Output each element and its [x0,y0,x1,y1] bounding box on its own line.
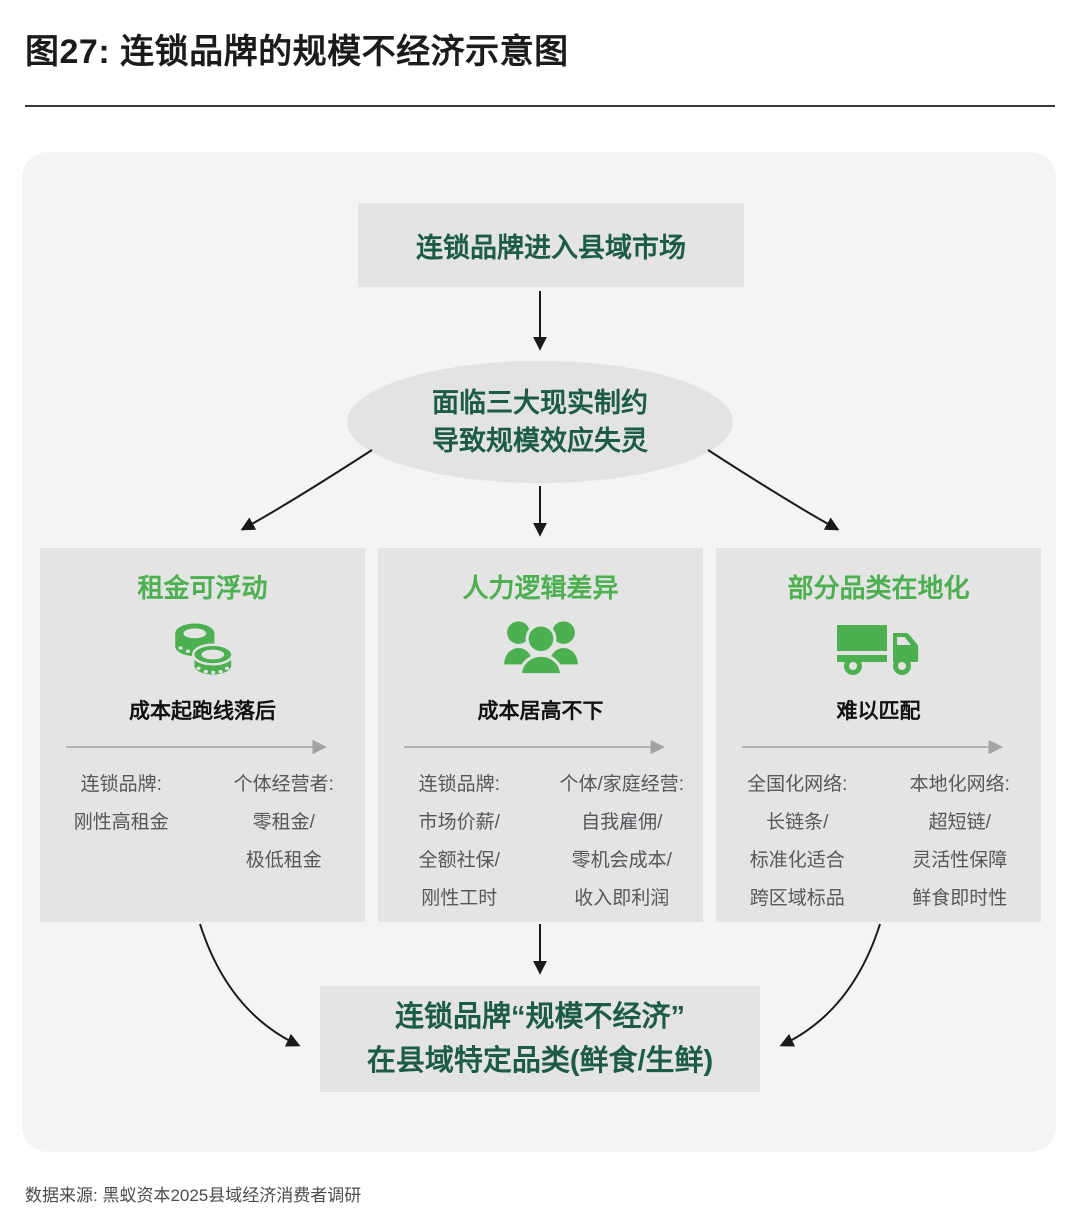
factor-rent-subtitle: 成本起跑线落后 [129,700,276,723]
node-market-entry-label: 连锁品牌进入县域市场 [416,232,686,263]
data-source-note: 数据来源: 黑蚁资本2025县域经济消费者调研 [25,1186,362,1205]
rent-individual-side: 个体经营者: 零租金/ 极低租金 [233,774,334,871]
truck-icon [716,616,1041,680]
constraints-line1: 面临三大现实制约 [432,388,648,418]
factor-category-subtitle: 难以匹配 [836,700,921,723]
factor-labor-title: 人力逻辑差异 [462,573,619,603]
node-conclusion: 连锁品牌“规模不经济” 在县域特定品类(鲜食/生鲜) [320,986,760,1092]
figure-title: 图27: 连锁品牌的规模不经济示意图 [25,33,569,71]
coins-icon [40,616,365,680]
factor-rent-title: 租金可浮动 [137,573,268,603]
constraints-line2: 导致规模效应失灵 [432,426,648,456]
factor-labor-subtitle: 成本居高不下 [477,700,604,723]
people-icon [378,616,703,680]
labor-chain-side: 连锁品牌: 市场价薪/ 全额社保/ 刚性工时 [418,774,500,909]
node-constraints-ellipse: 面临三大现实制约 导致规模效应失灵 [347,361,733,483]
title-divider [25,105,1055,107]
factor-box-category: 部分品类在地化 难以匹配 全国化网络: 长链条/ 标准化适合 跨区域标品 本地化… [716,548,1041,922]
node-market-entry: 连锁品牌进入县域市场 [358,203,744,287]
factor-box-labor: 人力逻辑差异 成本居高不下 连锁品牌: 市场价薪/ 全额社保/ 刚性工时 个体/… [378,548,703,922]
national-network-side: 全国化网络: 长链条/ 标准化适合 跨区域标品 [747,774,848,909]
labor-family-side: 个体/家庭经营: 自我雇佣/ 零机会成本/ 收入即利润 [559,774,685,909]
conclusion-line2: 在县域特定品类(鲜食/生鲜) [366,1045,714,1077]
factor-category-title: 部分品类在地化 [787,573,970,603]
conclusion-line1: 连锁品牌“规模不经济” [394,1001,685,1033]
rent-chain-side: 连锁品牌: 刚性高租金 [73,774,169,833]
local-network-side: 本地化网络: 超短链/ 灵活性保障 鲜食即时性 [909,774,1010,909]
factor-box-rent: 租金可浮动 成本起跑线落后 连锁品牌: 刚性高租金 个体经营者: 零租金/ [40,548,365,922]
